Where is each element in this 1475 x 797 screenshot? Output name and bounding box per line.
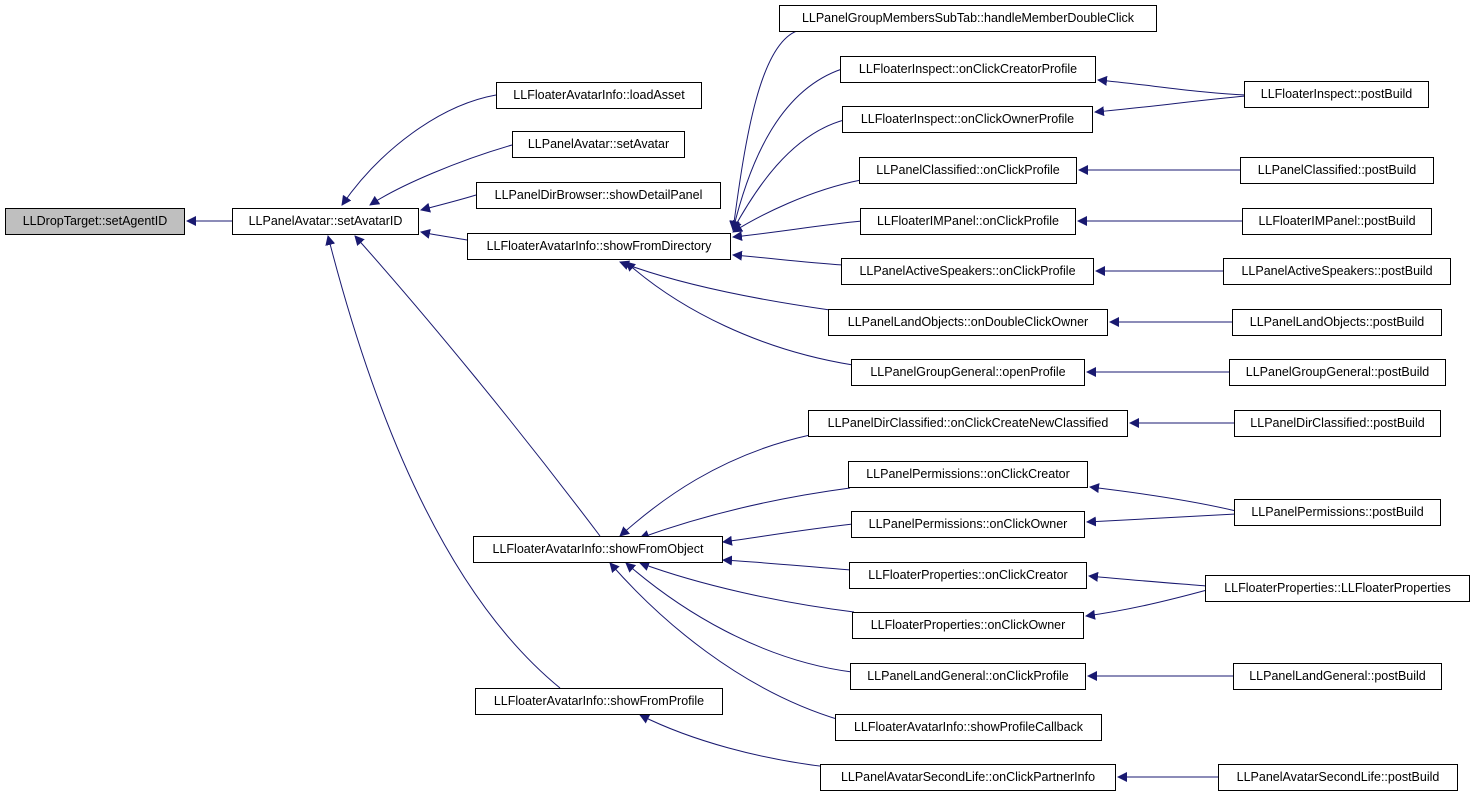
node-dirclassified-postbuild[interactable]: LLPanelDirClassified::postBuild bbox=[1234, 410, 1441, 437]
node-showdetailpanel[interactable]: LLPanelDirBrowser::showDetailPanel bbox=[476, 182, 721, 209]
edge-loadasset-to-setavatarid bbox=[341, 94, 497, 206]
node-landgeneral-onclickprofile[interactable]: LLPanelLandGeneral::onClickProfile bbox=[850, 663, 1086, 690]
edge-propowner-to-showfromobject bbox=[639, 561, 855, 613]
edge-inspectcreator-to-showfromdirectory bbox=[730, 68, 843, 231]
node-onclickcreatenewclassified[interactable]: LLPanelDirClassified::onClickCreateNewCl… bbox=[808, 410, 1128, 437]
edge-inspectpostbuild-to-inspectcreator bbox=[1097, 75, 1247, 96]
edge-permpostbuild-to-permcreator bbox=[1089, 483, 1237, 512]
edge-inspectpostbuild-to-inspectowner bbox=[1094, 95, 1247, 117]
node-landobjects-postbuild[interactable]: LLPanelLandObjects::postBuild bbox=[1232, 309, 1442, 336]
node-classified-postbuild[interactable]: LLPanelClassified::postBuild bbox=[1240, 157, 1434, 184]
edge-permcreator-to-showfromobject bbox=[639, 487, 851, 540]
edge-showfromobject-to-setavatarid bbox=[354, 235, 601, 537]
node-setavatar[interactable]: LLPanelAvatar::setAvatar bbox=[512, 131, 685, 158]
edge-classified-to-showfromdirectory bbox=[732, 179, 862, 233]
edge-showprofilecallback-to-showfromobject bbox=[609, 562, 841, 721]
node-classified-onclickprofile[interactable]: LLPanelClassified::onClickProfile bbox=[859, 157, 1077, 184]
edge-propcreator-to-showfromobject bbox=[722, 555, 852, 571]
node-permissions-onclickcreator[interactable]: LLPanelPermissions::onClickCreator bbox=[848, 461, 1088, 488]
edge-handlememberdoubleclick-to-showfromdirectory bbox=[729, 29, 801, 231]
node-permissions-postbuild[interactable]: LLPanelPermissions::postBuild bbox=[1234, 499, 1441, 526]
edge-showfromdirectory-to-setavatarid bbox=[420, 228, 468, 241]
node-properties-onclickcreator[interactable]: LLFloaterProperties::onClickCreator bbox=[849, 562, 1087, 589]
node-activespeakers-postbuild[interactable]: LLPanelActiveSpeakers::postBuild bbox=[1223, 258, 1451, 285]
node-inspect-onclickcreatorprofile[interactable]: LLFloaterInspect::onClickCreatorProfile bbox=[840, 56, 1096, 83]
node-llfloaterproperties-ctor[interactable]: LLFloaterProperties::LLFloaterProperties bbox=[1205, 575, 1470, 602]
edge-groupgeneral-to-showfromdirectory bbox=[625, 261, 854, 366]
edge-impanel-to-showfromdirectory bbox=[732, 220, 863, 242]
edge-permowner-to-showfromobject bbox=[722, 523, 854, 546]
edge-activespeakers-to-showfromdirectory bbox=[732, 250, 844, 266]
node-groupgeneral-openprofile[interactable]: LLPanelGroupGeneral::openProfile bbox=[851, 359, 1085, 386]
node-inspect-postbuild[interactable]: LLFloaterInspect::postBuild bbox=[1244, 81, 1429, 108]
edge-landgeneral-to-showfromobject bbox=[625, 562, 853, 673]
node-groupgeneral-postbuild[interactable]: LLPanelGroupGeneral::postBuild bbox=[1229, 359, 1446, 386]
node-setavatarid[interactable]: LLPanelAvatar::setAvatarID bbox=[232, 208, 419, 235]
node-showprofilecallback[interactable]: LLFloaterAvatarInfo::showProfileCallback bbox=[835, 714, 1102, 741]
node-impanel-postbuild[interactable]: LLFloaterIMPanel::postBuild bbox=[1242, 208, 1432, 235]
node-impanel-onclickprofile[interactable]: LLFloaterIMPanel::onClickProfile bbox=[860, 208, 1076, 235]
node-landobjects-ondoubleclickowner[interactable]: LLPanelLandObjects::onDoubleClickOwner bbox=[828, 309, 1108, 336]
node-activespeakers-onclickprofile[interactable]: LLPanelActiveSpeakers::onClickProfile bbox=[841, 258, 1094, 285]
node-showfromobject[interactable]: LLFloaterAvatarInfo::showFromObject bbox=[473, 536, 723, 563]
node-properties-onclickowner[interactable]: LLFloaterProperties::onClickOwner bbox=[852, 612, 1084, 639]
edge-showfromprofile-to-setavatarid bbox=[325, 235, 561, 689]
edge-partnerinfo-to-showfromprofile bbox=[639, 714, 837, 769]
node-inspect-onclickownerprofile[interactable]: LLFloaterInspect::onClickOwnerProfile bbox=[842, 106, 1093, 133]
node-showfromprofile[interactable]: LLFloaterAvatarInfo::showFromProfile bbox=[475, 688, 723, 715]
edge-createnewclassified-to-showfromobject bbox=[619, 434, 811, 537]
node-setagentid: LLDropTarget::setAgentID bbox=[5, 208, 185, 235]
node-landgeneral-postbuild[interactable]: LLPanelLandGeneral::postBuild bbox=[1233, 663, 1442, 690]
edge-permpostbuild-to-permowner bbox=[1086, 513, 1237, 527]
node-showfromdirectory[interactable]: LLFloaterAvatarInfo::showFromDirectory bbox=[467, 233, 731, 260]
node-permissions-onclickowner[interactable]: LLPanelPermissions::onClickOwner bbox=[851, 511, 1085, 538]
edge-landobjects-to-showfromdirectory bbox=[619, 260, 831, 311]
node-avatarsecondlife-postbuild[interactable]: LLPanelAvatarSecondLife::postBuild bbox=[1218, 764, 1458, 791]
edge-setavatar-to-setavatarid bbox=[369, 144, 513, 206]
node-handlememberdoubleclick[interactable]: LLPanelGroupMembersSubTab::handleMemberD… bbox=[779, 5, 1157, 32]
edge-showdetailpanel-to-setavatarid bbox=[420, 194, 477, 213]
node-loadasset[interactable]: LLFloaterAvatarInfo::loadAsset bbox=[496, 82, 702, 109]
edge-propctor-to-propowner bbox=[1085, 589, 1208, 620]
edge-propctor-to-propcreator bbox=[1088, 571, 1208, 587]
node-onclickpartnerinfo[interactable]: LLPanelAvatarSecondLife::onClickPartnerI… bbox=[820, 764, 1116, 791]
edge-inspectowner-to-showfromdirectory bbox=[732, 119, 845, 231]
